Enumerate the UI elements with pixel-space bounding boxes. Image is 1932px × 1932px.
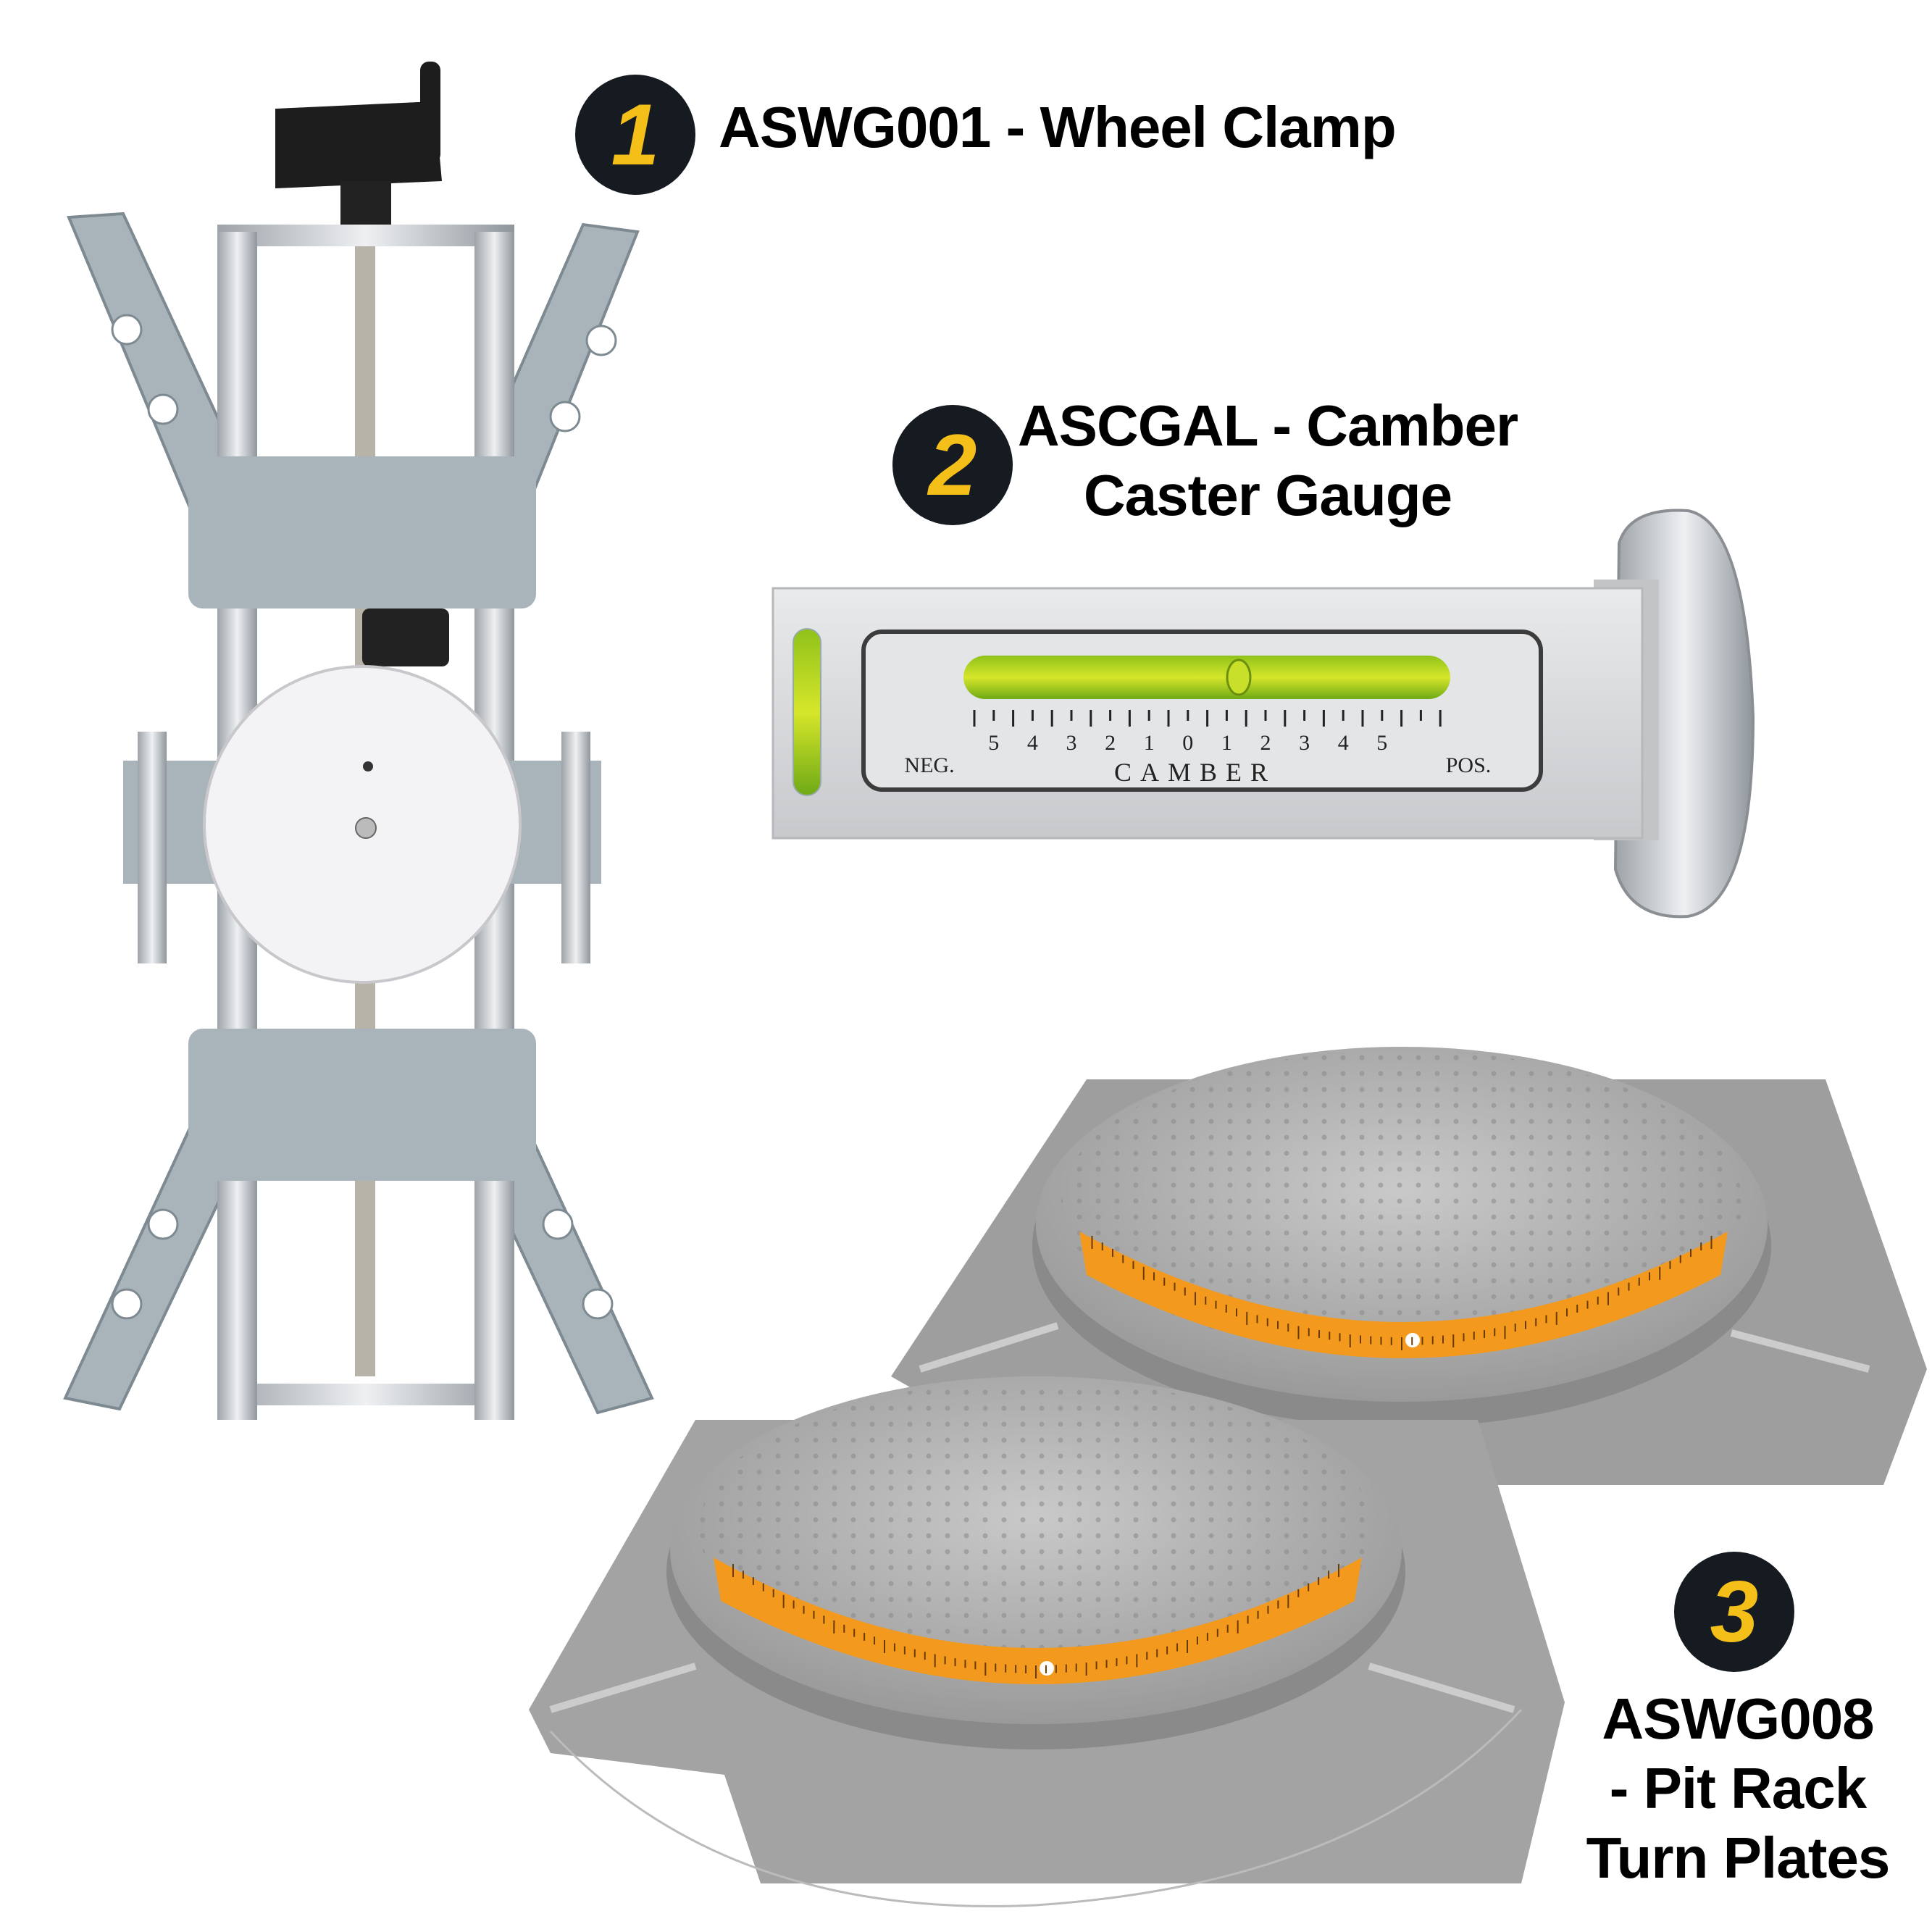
label-line: - Pit Rack: [1609, 1756, 1868, 1820]
gauge-neg-label: NEG.: [904, 753, 954, 777]
label-line: ASCGAL - Camber: [1017, 393, 1518, 458]
product-number-badge-1: 1: [575, 75, 695, 195]
gauge-scale-number: 4: [1338, 731, 1349, 755]
gauge-title: CAMBER: [1114, 758, 1276, 787]
camber-caster-gauge-image: 5 4 3 2 1 0 1 2 3 4 5 NEG. POS. CAMBER: [771, 509, 1755, 919]
product-number-badge-3: 3: [1674, 1552, 1794, 1672]
product-label-turn-plates: ASWG008 - Pit Rack Turn Plates: [1557, 1684, 1919, 1893]
product-label-camber-gauge: ASCGAL - Camber Caster Gauge: [1014, 391, 1521, 530]
gauge-scale-number: 5: [1376, 731, 1387, 755]
label-line: Caster Gauge: [1083, 463, 1452, 527]
gauge-pos-label: POS.: [1446, 753, 1492, 777]
label-line: ASWG008: [1602, 1686, 1874, 1751]
gauge-scale-number: 3: [1299, 731, 1310, 755]
wheel-clamp-image: [63, 62, 654, 1420]
label-line: Turn Plates: [1586, 1826, 1891, 1890]
gauge-scale-number: 4: [1027, 731, 1038, 755]
gauge-scale-number: 3: [1066, 731, 1077, 755]
gauge-scale-number: 2: [1105, 731, 1116, 755]
gauge-scale-number: 1: [1221, 731, 1232, 755]
product-label-wheel-clamp: ASWG001 - Wheel Clamp: [719, 95, 1397, 159]
gauge-scale-number: 1: [1144, 731, 1155, 755]
gauge-scale-number: 0: [1182, 731, 1193, 755]
gauge-scale-number: 5: [988, 731, 999, 755]
turn-plate-back-image: [891, 1047, 1927, 1485]
turn-plate-front-image: [529, 1376, 1565, 1907]
product-number-badge-2: 2: [892, 405, 1013, 525]
gauge-scale-number: 2: [1260, 731, 1271, 755]
